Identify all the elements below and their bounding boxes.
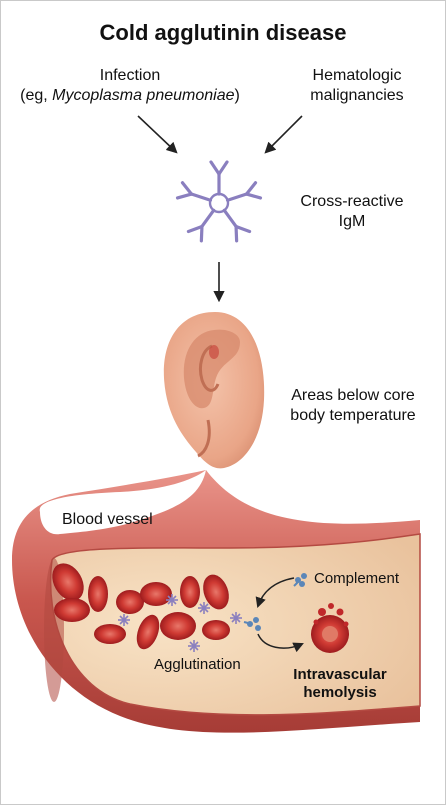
infection-line2: (eg, Mycoplasma pneumoniae) bbox=[0, 86, 260, 106]
infection-cause-label: Infection (eg, Mycoplasma pneumoniae) bbox=[0, 66, 260, 105]
blood-vessel-label: Blood vessel bbox=[62, 511, 153, 528]
arrow-complement-binding bbox=[255, 577, 295, 608]
hematologic-cause-label: Hematologic malignancies bbox=[268, 66, 446, 105]
red-blood-cell bbox=[203, 574, 229, 610]
arrow-hematologic bbox=[264, 115, 303, 154]
red-blood-cell bbox=[180, 576, 200, 608]
red-blood-cell bbox=[202, 620, 230, 640]
igm-pentamer-icon bbox=[175, 160, 263, 243]
arrow-infection bbox=[137, 115, 178, 154]
igm-line1: Cross-reactive bbox=[300, 193, 404, 210]
igm-line2: IgM bbox=[338, 212, 366, 230]
red-blood-cell bbox=[116, 590, 144, 614]
lysed-red-blood-cell bbox=[311, 603, 349, 653]
cold-areas-line1: Areas below core bbox=[291, 387, 415, 404]
infection-organism: Mycoplasma pneumoniae bbox=[52, 86, 235, 104]
ear-illustration bbox=[163, 312, 265, 469]
hemolysis-line2: hemolysis bbox=[303, 684, 377, 702]
complement-bound-icon bbox=[243, 617, 261, 631]
red-blood-cell bbox=[140, 582, 172, 606]
infection-suffix: ) bbox=[234, 86, 240, 104]
red-blood-cell bbox=[54, 598, 90, 622]
cold-areas-label: Areas below core body temperature bbox=[268, 386, 438, 425]
red-blood-cell bbox=[52, 563, 84, 601]
hemolysis-line1: Intravascular bbox=[293, 666, 387, 683]
cold-areas-line2: body temperature bbox=[290, 406, 416, 424]
hematologic-line2: malignancies bbox=[310, 86, 404, 104]
agglutination-label: Agglutination bbox=[154, 656, 241, 673]
infection-prefix: (eg, bbox=[20, 86, 53, 104]
igm-cluster-icons bbox=[118, 594, 242, 652]
infection-line1: Infection bbox=[99, 67, 161, 84]
complement-icon bbox=[293, 573, 307, 587]
blood-vessel-illustration bbox=[12, 470, 421, 733]
arrow-to-hemolysis bbox=[257, 633, 304, 653]
igm-label: Cross-reactive IgM bbox=[268, 192, 436, 231]
red-blood-cell bbox=[160, 612, 196, 640]
red-blood-cells bbox=[52, 563, 230, 650]
figure-title: Cold agglutinin disease bbox=[99, 20, 347, 45]
hemolysis-label: Intravascular hemolysis bbox=[270, 666, 410, 703]
red-blood-cell bbox=[94, 624, 126, 644]
hematologic-line1: Hematologic bbox=[312, 67, 402, 84]
complement-label: Complement bbox=[314, 570, 400, 587]
red-blood-cell bbox=[136, 614, 160, 650]
red-blood-cell bbox=[88, 576, 108, 612]
